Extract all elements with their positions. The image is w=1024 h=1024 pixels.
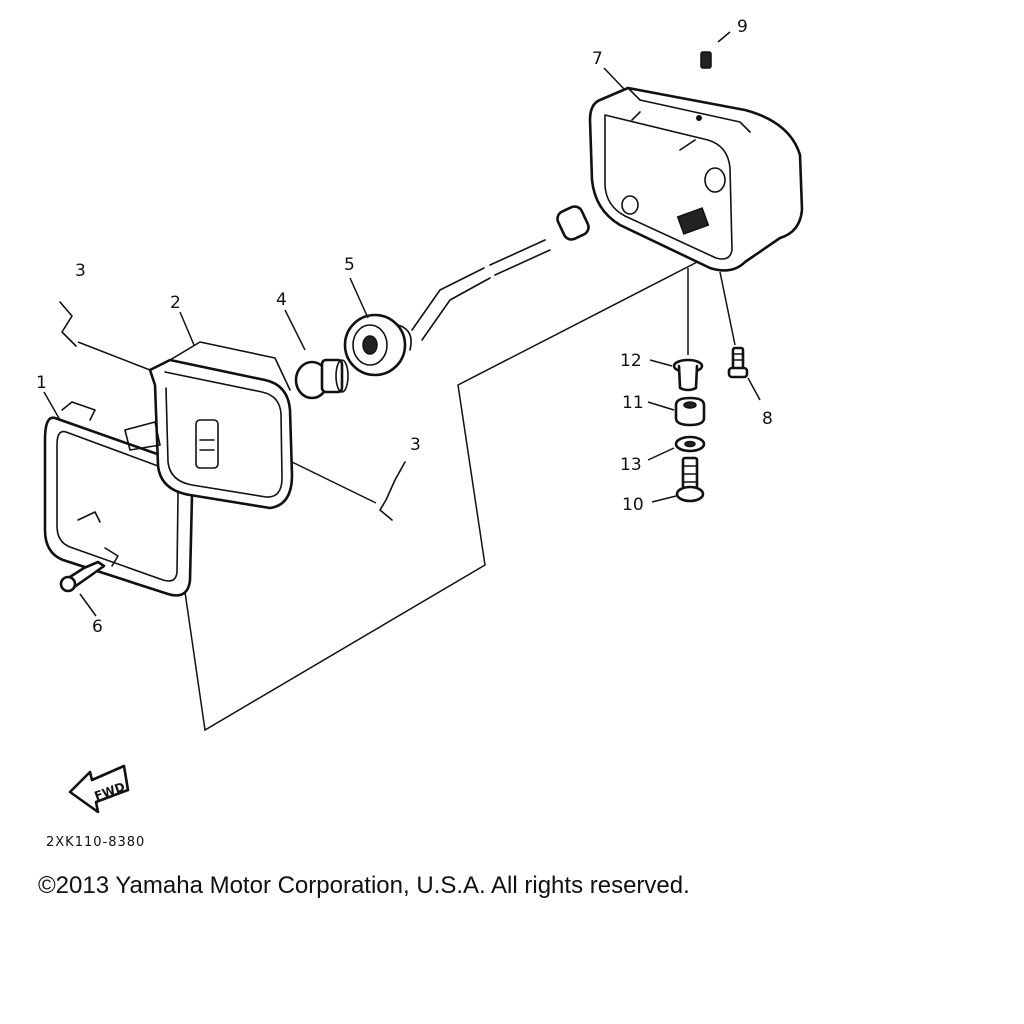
callout-10: 10 — [622, 495, 644, 515]
callout-11: 11 — [622, 393, 644, 413]
guide-line-rim-to-housing — [184, 257, 706, 732]
bolt — [651, 456, 705, 503]
spring-lower-right — [379, 461, 406, 521]
collar — [649, 358, 704, 392]
callout-9: 9 — [737, 17, 748, 37]
callout-5: 5 — [344, 255, 355, 275]
copyright-notice: ©2013 Yamaha Motor Corporation, U.S.A. A… — [38, 872, 690, 899]
bulb — [294, 358, 349, 400]
drawing-code: 2XK110-8380 — [46, 835, 146, 850]
callout-3-right: 3 — [410, 435, 421, 455]
callout-3-left: 3 — [75, 261, 86, 281]
bulb-socket — [343, 313, 412, 377]
callout-13: 13 — [620, 455, 642, 475]
spring-upper-left — [59, 301, 77, 347]
fwd-arrow-icon: FWD — [68, 764, 130, 814]
callout-labels: 1 2 3 3 4 5 6 7 8 9 10 11 12 13 — [36, 17, 773, 637]
socket-wire — [411, 205, 590, 341]
callout-1: 1 — [36, 373, 47, 393]
callout-7: 7 — [592, 49, 603, 69]
callout-8: 8 — [762, 409, 773, 429]
screw-top — [700, 31, 731, 69]
grommet — [647, 396, 706, 427]
rim-screw — [59, 560, 106, 617]
callout-6: 6 — [92, 617, 103, 637]
callout-4: 4 — [276, 290, 287, 310]
guide-line-spring-left — [77, 341, 151, 371]
callout-2: 2 — [170, 293, 181, 313]
headlight-unit — [124, 341, 294, 510]
screw-side — [727, 346, 761, 401]
guide-line-housing-to-screw — [719, 271, 736, 346]
headlight-housing — [588, 86, 804, 272]
washer — [647, 435, 706, 461]
callout-12: 12 — [620, 351, 642, 371]
guide-line-spring-right — [291, 461, 377, 504]
callout-leaders — [43, 67, 626, 421]
assembly-guide-lines — [77, 257, 736, 732]
